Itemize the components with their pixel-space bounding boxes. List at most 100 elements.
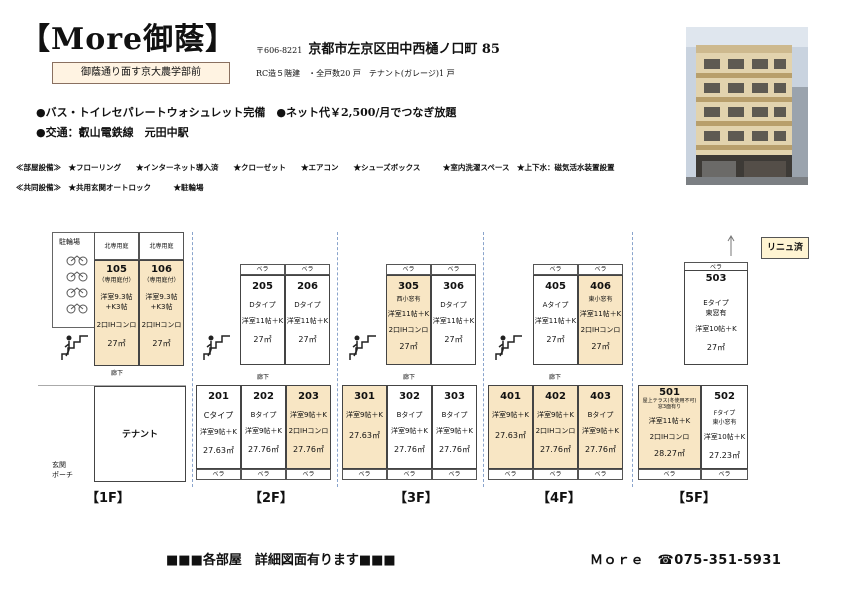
unit-layout: 洋室11帖＋K: [534, 317, 577, 325]
stairs-icon: [203, 335, 230, 360]
stairs-icon: [495, 335, 522, 360]
unit-layout: 洋室10帖＋K: [695, 325, 737, 333]
unit-number: 105: [106, 264, 127, 275]
unit-note: 屋上テラス(冬使用不可) 窓3面有り: [642, 398, 697, 410]
unit-type: Dタイプ: [249, 301, 276, 309]
veranda-label: ベラ: [431, 264, 476, 275]
unit-tenant[interactable]: テナント: [94, 386, 186, 482]
divider: [38, 385, 186, 386]
north-arrow-icon: [727, 235, 735, 256]
veranda-label: ベラ: [488, 469, 533, 480]
veranda-label: ベラ: [286, 469, 331, 480]
unit-note: 西小窓有: [396, 296, 421, 303]
unit-205[interactable]: 205 Dタイプ 洋室11帖＋K 27㎡: [240, 275, 285, 365]
unit-105[interactable]: 105 （専用庭付） 洋室9.3帖 +K3帖 2口IHコンロ 27㎡: [94, 260, 139, 366]
unit-501[interactable]: 501 屋上テラス(冬使用不可) 窓3面有り 洋室11帖＋K 2口IHコンロ 2…: [638, 385, 701, 469]
veranda-label: ベラ: [342, 469, 387, 480]
unit-type: Fタイプ 東小窓有: [712, 410, 737, 426]
unit-kitchen: 2口IHコンロ: [388, 326, 429, 334]
unit-layout: 洋室11帖＋K: [241, 317, 284, 325]
unit-number: 206: [297, 281, 318, 292]
unit-layout: 洋室9.3帖 +K3帖: [145, 293, 178, 311]
veranda-label: ベラ: [387, 469, 432, 480]
unit-203[interactable]: 203 洋室9帖＋K 2口IHコンロ 27.76㎡: [286, 385, 331, 469]
veranda-label: ベラ: [241, 469, 286, 480]
common-equipment: ≪共同設備≫ ★共用玄関オートロック ★駐輪場: [16, 183, 204, 192]
divider: [192, 232, 193, 487]
veranda-label: ベラ: [638, 469, 701, 480]
stairs-icon: [349, 335, 376, 360]
corridor-label: 廊下: [111, 370, 124, 377]
unit-number: 205: [252, 281, 273, 292]
unit-area: 27㎡: [706, 343, 726, 352]
unit-503[interactable]: 503 Eタイプ 東窓有 洋室10帖＋K 27㎡: [684, 270, 748, 365]
unit-layout: 洋室9帖＋K: [244, 427, 283, 435]
unit-area: 27㎡: [298, 335, 317, 344]
footer-contact: Ｍｏｒｅ ☎075-351-5931: [590, 553, 782, 568]
renewal-badge: リニュ済: [761, 237, 809, 259]
unit-area: 27.63㎡: [203, 446, 234, 455]
unit-area: 27.76㎡: [293, 445, 324, 454]
corridor-label: 廊下: [403, 374, 416, 381]
unit-kitchen: 2口IHコンロ: [535, 427, 576, 435]
unit-202[interactable]: 202 Bタイプ 洋室9帖＋K 27.76㎡: [241, 385, 286, 469]
veranda-label: ベラ: [196, 469, 241, 480]
unit-502[interactable]: 502 Fタイプ 東小窓有 洋室10帖＋K 27.23㎡: [701, 385, 748, 469]
unit-layout: 洋室11帖＋K: [579, 310, 622, 318]
unit-number: 401: [500, 391, 521, 402]
unit-type: Dタイプ: [294, 301, 321, 309]
veranda-label: ベラ: [533, 264, 578, 275]
unit-206[interactable]: 206 Dタイプ 洋室11帖＋K 27㎡: [285, 275, 330, 365]
zip-code: 〒606-8221: [256, 46, 303, 55]
unit-layout: 洋室11帖＋K: [648, 417, 691, 425]
feature-line-1: ●バス・トイレセパレートウォシュレット完備 ●ネット代￥2,500/月でつなぎ放…: [36, 106, 457, 119]
unit-type: Eタイプ 東窓有: [703, 299, 729, 317]
unit-kitchen: 2口IHコンロ: [96, 321, 137, 329]
tenant-label: テナント: [121, 430, 158, 440]
corridor-label: 廊下: [257, 374, 270, 381]
unit-layout: 洋室9帖＋K: [345, 411, 384, 419]
unit-area: 27㎡: [253, 335, 272, 344]
veranda-label: ベラ: [701, 469, 748, 480]
unit-106[interactable]: 106 （専用庭付） 洋室9.3帖 +K3帖 2口IHコンロ 27㎡: [139, 260, 184, 366]
unit-number: 302: [399, 391, 420, 402]
unit-layout: 洋室9帖＋K: [536, 411, 575, 419]
unit-303[interactable]: 303 Bタイプ 洋室9帖＋K 27.76㎡: [432, 385, 477, 469]
unit-number: 502: [714, 391, 735, 402]
unit-401[interactable]: 401 洋室9帖＋K 27.63㎡: [488, 385, 533, 469]
unit-type: Aタイプ: [542, 301, 569, 309]
page-title: 【More御蔭】: [20, 22, 237, 57]
unit-number: 203: [298, 391, 319, 402]
unit-305[interactable]: 305 西小窓有 洋室11帖＋K 2口IHコンロ 27㎡: [386, 275, 431, 365]
unit-402[interactable]: 402 洋室9帖＋K 2口IHコンロ 27.76㎡: [533, 385, 578, 469]
floor-label-3f: 【3F】: [394, 491, 438, 506]
veranda-label: ベラ: [533, 469, 578, 480]
stairs-icon: [61, 335, 88, 360]
veranda-label: ベラ: [386, 264, 431, 275]
unit-number: 406: [590, 281, 611, 292]
unit-area: 27㎡: [399, 342, 418, 351]
unit-layout: 洋室9帖＋K: [491, 411, 530, 419]
unit-number: 303: [444, 391, 465, 402]
unit-kitchen: 2口IHコンロ: [580, 326, 621, 334]
unit-type: Cタイプ: [203, 411, 234, 420]
floor-label-5f: 【5F】: [672, 491, 716, 506]
tagline-badge: 御蔭通り面す京大農学部前: [52, 62, 230, 84]
unit-302[interactable]: 302 Bタイプ 洋室9帖＋K 27.76㎡: [387, 385, 432, 469]
unit-306[interactable]: 306 Dタイプ 洋室11帖＋K 27㎡: [431, 275, 476, 365]
veranda-label: ベラ: [432, 469, 477, 480]
unit-layout: 洋室11帖＋K: [432, 317, 475, 325]
unit-201[interactable]: 201 Cタイプ 洋室9帖＋K 27.63㎡: [196, 385, 241, 469]
unit-403[interactable]: 403 Bタイプ 洋室9帖＋K 27.76㎡: [578, 385, 623, 469]
unit-kitchen: 2口IHコンロ: [288, 427, 329, 435]
unit-area: 27.76㎡: [585, 445, 616, 454]
unit-layout: 洋室10帖＋K: [703, 433, 746, 441]
unit-405[interactable]: 405 Aタイプ 洋室11帖＋K 27㎡: [533, 275, 578, 365]
unit-301[interactable]: 301 洋室9帖＋K 27.63㎡: [342, 385, 387, 469]
unit-number: 202: [253, 391, 274, 402]
unit-type: Dタイプ: [440, 301, 467, 309]
unit-406[interactable]: 406 東小窓有 洋室11帖＋K 2口IHコンロ 27㎡: [578, 275, 623, 365]
unit-number: 106: [151, 264, 172, 275]
unit-kitchen: 2口IHコンロ: [649, 433, 690, 441]
